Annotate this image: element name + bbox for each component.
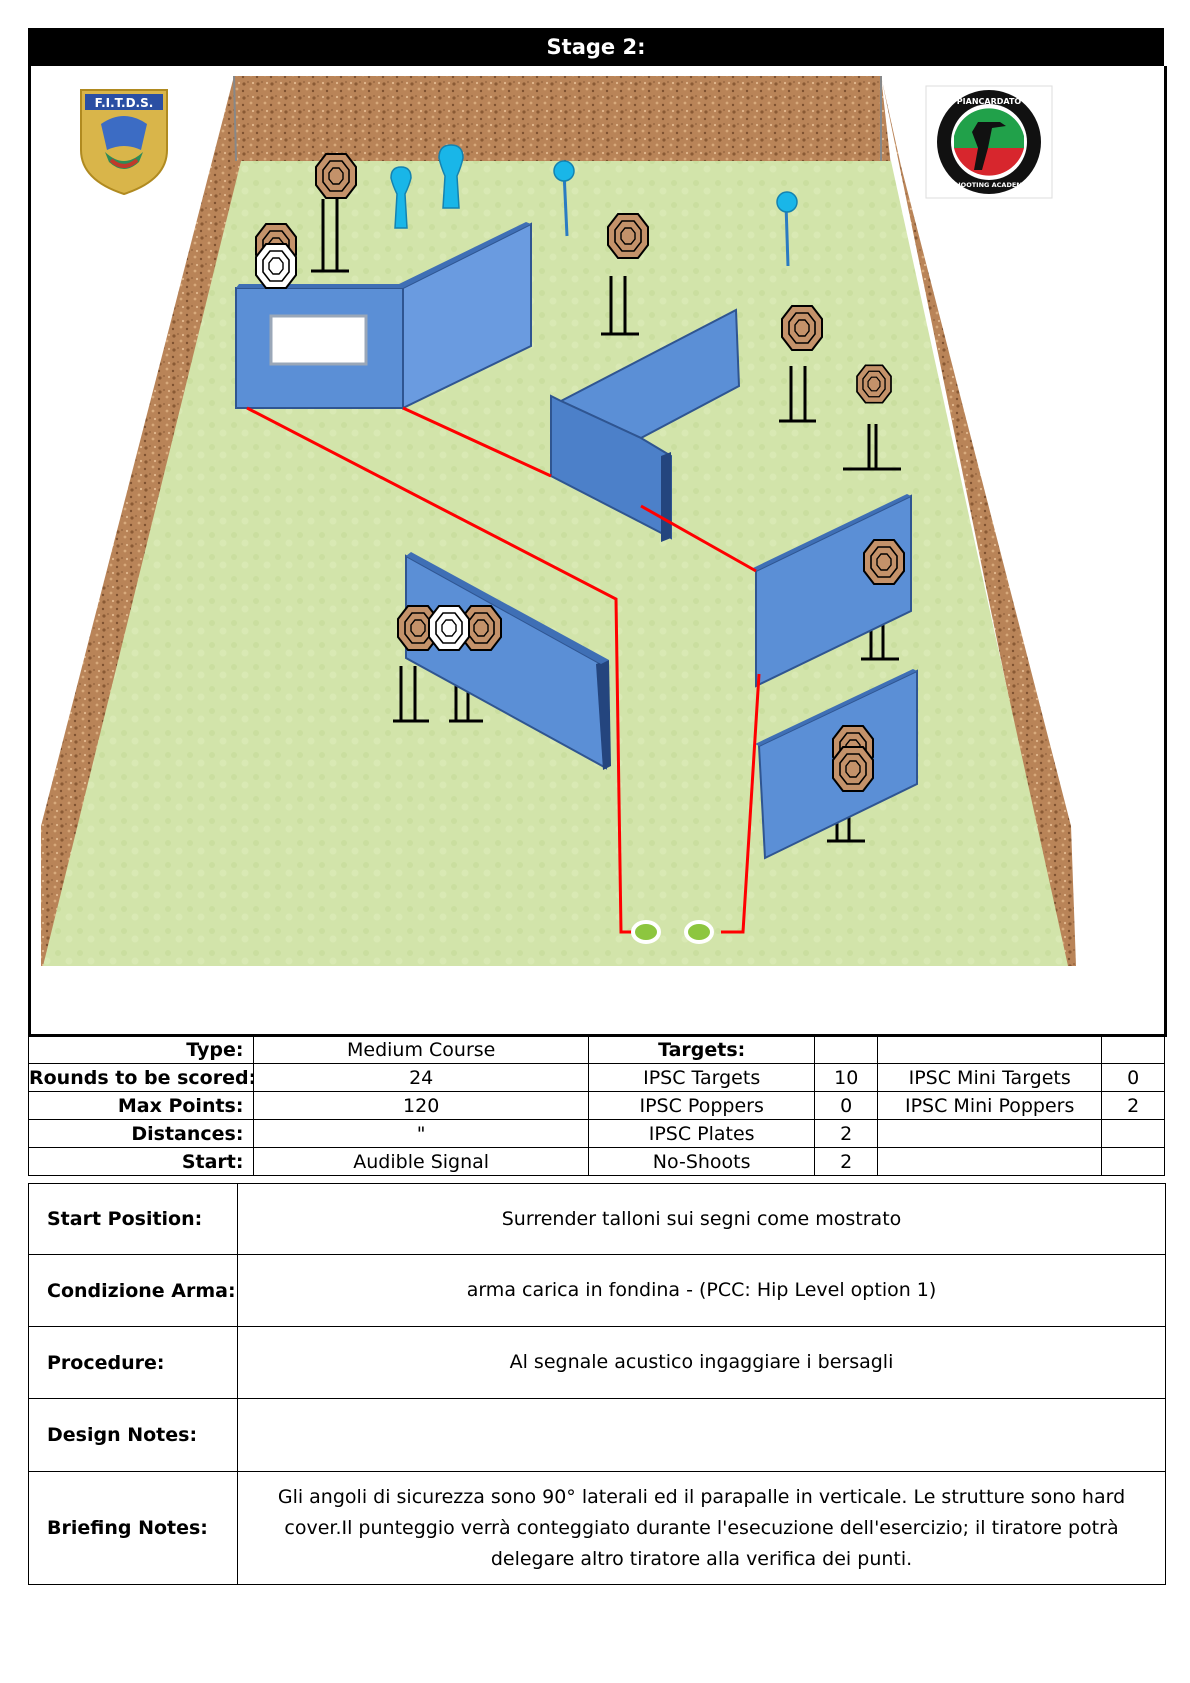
start-value: Audible Signal (253, 1147, 589, 1176)
target-type: IPSC Plates (587, 1119, 816, 1148)
summary-row: Rounds to be scored: 24 IPSC Targets 10 … (27, 1063, 1165, 1092)
weapon-condition-value: arma carica in fondina - (PCC: Hip Level… (237, 1254, 1166, 1327)
procedure-label: Procedure: (28, 1326, 238, 1399)
briefing-notes-value: Gli angoli di sicurezza sono 90° lateral… (237, 1471, 1166, 1585)
ipsc-target (607, 213, 649, 259)
fitds-logo-icon: F.I.T.D.S. (80, 89, 168, 196)
notes-row: Procedure: Al segnale acustico ingaggiar… (28, 1326, 1166, 1399)
rounds-value: 24 (253, 1063, 589, 1092)
procedure-value: Al segnale acustico ingaggiare i bersagl… (237, 1326, 1166, 1399)
target-type: No-Shoots (587, 1147, 816, 1176)
ipsc-target (832, 746, 874, 792)
target-type: IPSC Poppers (587, 1091, 816, 1120)
stage-summary-table: Type: Medium Course Targets: Rounds to b… (27, 1035, 1165, 1176)
start-position-label: Start Position: (28, 1183, 238, 1255)
target-type (876, 1119, 1103, 1148)
piancardato-logo-top: PIANCARDATO (957, 97, 1022, 106)
target-count: 0 (1101, 1063, 1165, 1092)
middle-l-wall (550, 308, 741, 542)
max-points-label: Max Points: (27, 1091, 255, 1120)
targets-header: Targets: (587, 1035, 816, 1064)
briefing-notes-label: Briefing Notes: (28, 1471, 238, 1585)
ipsc-target (856, 364, 892, 404)
stage-drawing: F.I.T.D.S. PIANCARDATO SHOOTING ACADEMY (41, 75, 1076, 966)
right-berm (881, 76, 1076, 966)
start-label: Start: (27, 1147, 255, 1176)
popper-targets (390, 144, 798, 229)
notes-row: Start Position: Surrender talloni sui se… (28, 1183, 1166, 1255)
target-type (876, 1147, 1103, 1176)
notes-row: Design Notes: (28, 1398, 1166, 1472)
left-berm (41, 76, 241, 966)
target-stands (311, 199, 901, 843)
ipsc-target (315, 153, 357, 199)
target-type: IPSC Targets (587, 1063, 816, 1092)
stage-diagram: F.I.T.D.S. PIANCARDATO SHOOTING ACADEMY (28, 66, 1167, 1037)
target-count: 10 (814, 1063, 878, 1092)
type-label: Type: (27, 1035, 255, 1064)
distances-value: " (253, 1119, 589, 1148)
target-count: 2 (814, 1119, 878, 1148)
ipsc-target (863, 539, 905, 585)
summary-row: Start: Audible Signal No-Shoots 2 (27, 1147, 1165, 1176)
piancardato-logo-icon: PIANCARDATO SHOOTING ACADEMY (925, 85, 1053, 199)
target-type: IPSC Mini Targets (876, 1063, 1103, 1092)
piancardato-logo-bottom: SHOOTING ACADEMY (951, 181, 1028, 189)
no-shoot-target (255, 243, 297, 289)
notes-row: Condizione Arma: arma carica in fondina … (28, 1254, 1166, 1327)
summary-row: Max Points: 120 IPSC Poppers 0 IPSC Mini… (27, 1091, 1165, 1120)
stage-notes-table: Start Position: Surrender talloni sui se… (28, 1183, 1166, 1585)
target-count: 2 (814, 1147, 878, 1176)
stage-title-bar: Stage 2: (28, 28, 1164, 66)
distances-label: Distances: (27, 1119, 255, 1148)
plate-stands (562, 171, 790, 267)
target-type: IPSC Mini Poppers (876, 1091, 1103, 1120)
stage-title: Stage 2: (546, 35, 646, 59)
target-count (1101, 1147, 1165, 1176)
target-count: 0 (814, 1091, 878, 1120)
start-position-markers (631, 920, 714, 944)
summary-row: Distances: " IPSC Plates 2 (27, 1119, 1165, 1148)
max-points-value: 120 (253, 1091, 589, 1120)
back-berm (226, 76, 891, 166)
no-shoot-target (428, 605, 470, 651)
design-notes-value (237, 1398, 1166, 1472)
notes-row: Briefing Notes: Gli angoli di sicurezza … (28, 1471, 1166, 1585)
ipsc-target (781, 305, 823, 351)
rounds-label: Rounds to be scored: (27, 1063, 255, 1092)
start-position-value: Surrender talloni sui segni come mostrat… (237, 1183, 1166, 1255)
weapon-condition-label: Condizione Arma: (28, 1254, 238, 1327)
design-notes-label: Design Notes: (28, 1398, 238, 1472)
summary-row-type: Type: Medium Course Targets: (27, 1035, 1165, 1064)
target-count (1101, 1119, 1165, 1148)
fitds-logo-text: F.I.T.D.S. (95, 96, 154, 110)
target-count: 2 (1101, 1091, 1165, 1120)
type-value: Medium Course (253, 1035, 589, 1064)
